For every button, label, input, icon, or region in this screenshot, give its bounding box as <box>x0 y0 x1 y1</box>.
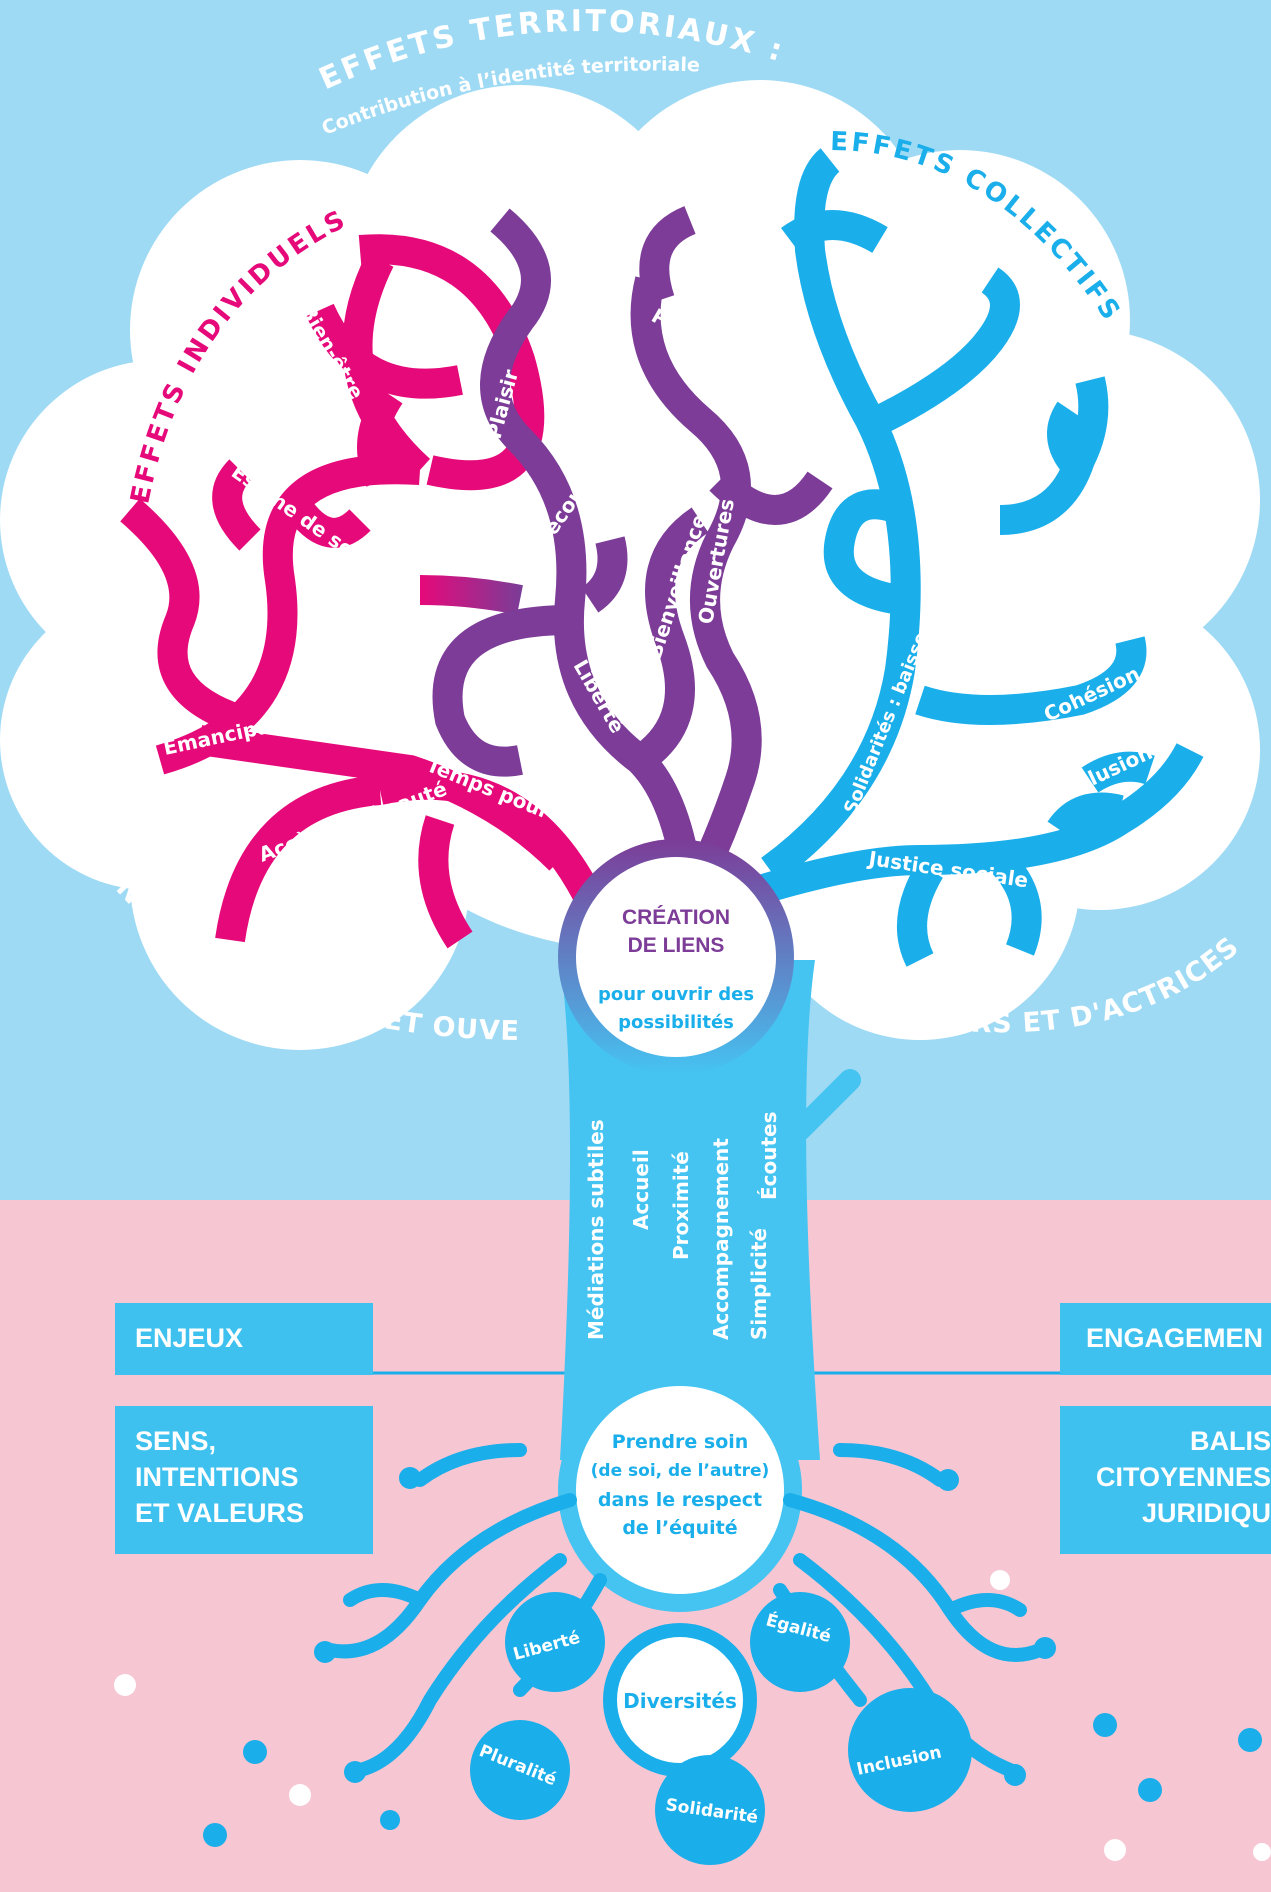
root-nodes <box>470 1592 972 1865</box>
hub-subtitle-line2: possibilités <box>618 1012 734 1033</box>
care-line4: de l’équité <box>622 1517 737 1539</box>
box-engagement: ENGAGEMEN <box>1060 1303 1271 1375</box>
hub-subtitle-line1: pour ouvrir des <box>598 984 754 1005</box>
hub-circle <box>576 857 776 1057</box>
hub-title-line2: DE LIENS <box>628 934 725 957</box>
trunk-ecoutes: Écoutes <box>757 1111 781 1200</box>
trunk-accompagnement: Accompagnement <box>709 1138 733 1340</box>
box-balises-line3: JURIDIQU <box>1141 1497 1271 1528</box>
root-dots <box>314 1467 1056 1786</box>
pink-branches <box>120 234 604 949</box>
trunk-proximite: Proximité <box>669 1151 693 1260</box>
box-balises-line1: BALIS <box>1190 1426 1271 1456</box>
box-balises: BALIS CITOYENNES JURIDIQU <box>1060 1406 1271 1554</box>
care-line1: Prendre soin <box>612 1431 749 1453</box>
box-enjeux-label: ENJEUX <box>135 1323 244 1354</box>
box-sens-line2: INTENTIONS <box>135 1461 299 1492</box>
purple-branches <box>432 206 833 907</box>
ground-dots <box>114 1570 1271 1861</box>
tree-trunk <box>560 960 820 1460</box>
care-line2: (de soi, de l’autre) <box>591 1461 770 1481</box>
blue-branches <box>755 148 1204 967</box>
trunk-simplicite: Simplicité <box>747 1228 771 1340</box>
hub-title-line1: CRÉATION <box>622 906 730 929</box>
box-sens-line1: SENS, <box>135 1426 217 1456</box>
box-engagement-label: ENGAGEMEN <box>1086 1323 1264 1354</box>
root-diversites: Diversités <box>623 1689 737 1713</box>
care-line3: dans le respect <box>598 1489 762 1511</box>
care-circle <box>576 1386 784 1594</box>
trunk-accueil: Accueil <box>629 1149 653 1230</box>
trunk-stub <box>789 1069 861 1141</box>
trunk-mediations: Médiations subtiles <box>584 1119 608 1340</box>
box-sens: SENS, INTENTIONS ET VALEURS <box>115 1406 373 1554</box>
box-sens-line3: ET VALEURS <box>135 1497 305 1528</box>
box-balises-line2: CITOYENNES <box>1095 1461 1271 1492</box>
box-enjeux: ENJEUX <box>115 1303 373 1375</box>
